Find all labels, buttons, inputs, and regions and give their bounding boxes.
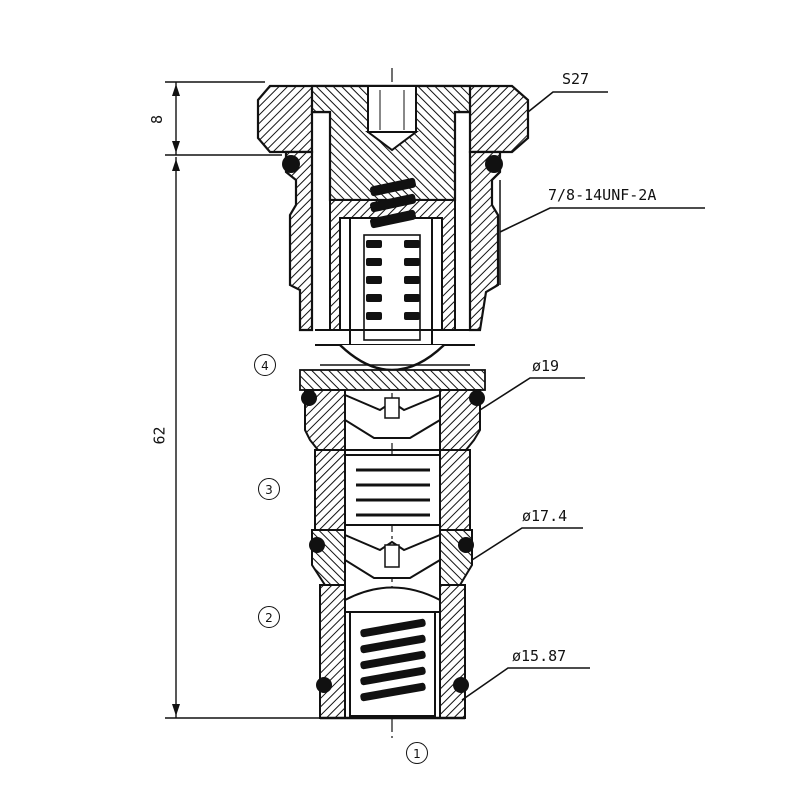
middle-valve-body (304, 389, 481, 451)
hex-size-label: S27 (562, 70, 590, 88)
dimension-total-label: 62 (150, 426, 169, 445)
port-4-section (299, 329, 486, 391)
thread-label: 7/8-14UNF-2A (548, 186, 657, 204)
o-ring-19-right (469, 390, 485, 406)
o-ring-top-right (485, 155, 503, 173)
port-3-marker: 3 (258, 478, 280, 500)
dimension-top-label: 8 (148, 114, 167, 125)
middle-spring-chamber (314, 449, 471, 531)
adjust-plug (310, 84, 472, 202)
o-ring-top-left (282, 155, 300, 173)
lower-spring (360, 618, 426, 702)
o-ring-17-left (309, 537, 325, 553)
port-4-marker: 4 (254, 354, 276, 376)
diameter-15-87-label: ø15.87 (512, 647, 567, 665)
port-1-marker: 1 (406, 742, 428, 764)
o-ring-15-right (453, 677, 469, 693)
o-ring-17-right (458, 537, 474, 553)
upper-spring (366, 177, 420, 320)
o-ring-15-left (316, 677, 332, 693)
diameter-19-label: ø19 (532, 357, 560, 375)
lower-spring-chamber (319, 584, 466, 719)
leader-lines (461, 91, 705, 701)
dimension-top (165, 81, 282, 156)
dimension-total (165, 157, 322, 719)
o-ring-19-left (301, 390, 317, 406)
threaded-body (284, 150, 502, 332)
diameter-17-4-label: ø17.4 (522, 507, 568, 525)
port-2-marker: 2 (258, 606, 280, 628)
